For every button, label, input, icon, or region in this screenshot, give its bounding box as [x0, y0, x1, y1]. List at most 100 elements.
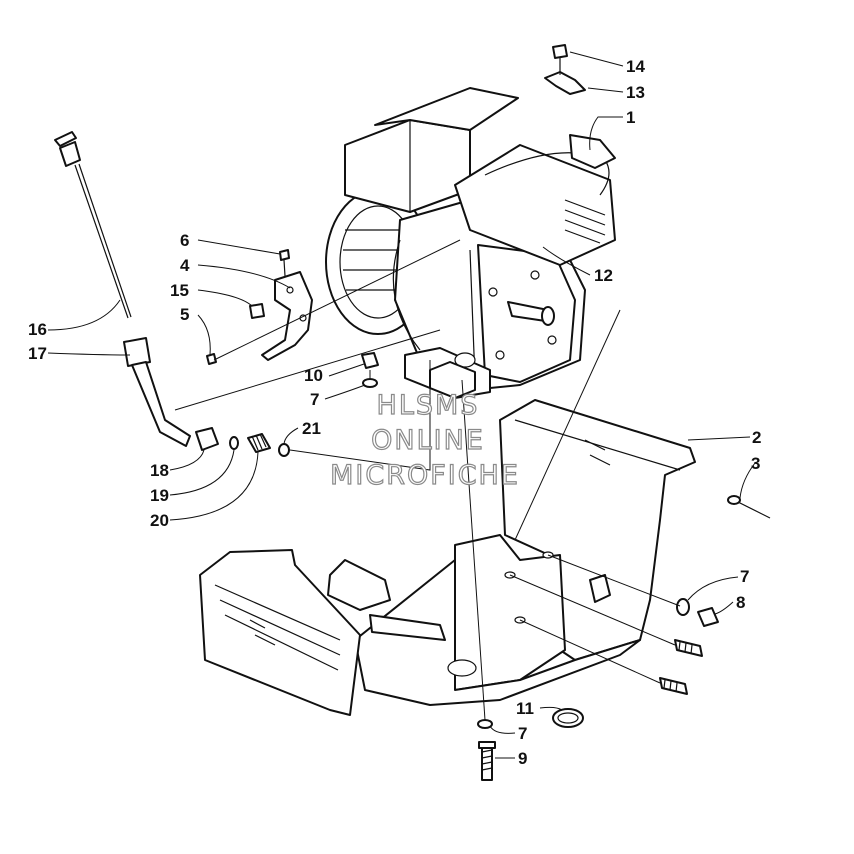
cable-clip[interactable]	[544, 71, 586, 95]
callout-4: 4	[180, 256, 190, 275]
grommet-outer	[552, 708, 584, 728]
front-bracket	[327, 559, 391, 611]
assembly-line	[213, 239, 461, 361]
cylinder-head	[454, 144, 616, 266]
callout-3: 3	[751, 454, 760, 473]
callout-12: 12	[594, 266, 613, 285]
drain-fitting[interactable]	[247, 433, 271, 453]
grommet[interactable]	[552, 708, 584, 728]
callout-17: 17	[28, 344, 47, 363]
callout-18: 18	[150, 461, 169, 480]
frame-bolt-upper-threads	[678, 641, 693, 655]
plate-cutout	[589, 574, 611, 603]
mount-nut[interactable]	[361, 352, 379, 369]
bracket-hole	[286, 286, 294, 294]
air-box-top	[374, 87, 519, 131]
engine-assembly[interactable]	[325, 87, 616, 399]
leader-13	[587, 87, 624, 93]
bracket-screw-top[interactable]	[279, 249, 290, 277]
leader-15	[197, 289, 253, 307]
callout-8: 8	[736, 593, 745, 612]
frame-bolt-lower-threads	[663, 679, 678, 693]
leader-17	[47, 352, 131, 356]
frame-bolt-lower[interactable]	[659, 677, 688, 695]
leader-3	[739, 462, 756, 499]
leader-18	[169, 449, 205, 471]
assembly-line	[514, 309, 621, 541]
small-washer-body	[229, 436, 239, 450]
flap-shine	[249, 619, 276, 646]
washer-right[interactable]	[676, 598, 690, 616]
frame-bolt-upper[interactable]	[674, 639, 703, 657]
watermark: HLSMS ONLINE MICROFICHE	[329, 389, 518, 491]
leader-20	[169, 451, 259, 521]
dipstick-handle	[54, 131, 77, 147]
leader-21	[283, 427, 299, 445]
dipstick-cap	[59, 141, 81, 167]
rear-panel-fold	[514, 419, 681, 471]
bolt-bottom[interactable]	[478, 741, 496, 781]
dipstick[interactable]	[54, 131, 132, 319]
o-ring[interactable]	[278, 443, 290, 457]
dipstick-tube[interactable]	[123, 337, 191, 447]
spacer-bushing[interactable]	[249, 303, 265, 319]
callout-20: 20	[150, 511, 169, 530]
callout-13: 13	[626, 83, 645, 102]
leader-19	[169, 449, 235, 496]
assembly-lines	[174, 58, 681, 721]
callout-labels: 1 2 3 4 5 6 7 7 7 8 9 10 11 12 13 14 15 …	[28, 57, 761, 768]
leader-7-upper	[324, 384, 366, 400]
fitting-nut-body	[195, 427, 219, 451]
callout-16: 16	[28, 320, 47, 339]
cooling-fins	[564, 199, 606, 244]
screw-shank	[283, 259, 286, 277]
bracket-body	[261, 271, 313, 361]
watermark-line-1: HLSMS	[377, 390, 480, 421]
bolt-right[interactable]	[697, 607, 719, 627]
leader-8	[714, 601, 734, 615]
leader-7-right	[687, 576, 739, 601]
assembly-line	[289, 360, 431, 471]
leader-4	[197, 264, 291, 289]
assembly-line	[174, 329, 441, 411]
leader-7-bottom	[489, 725, 516, 734]
assembly-line	[509, 574, 676, 646]
leader-12	[542, 246, 591, 276]
cotter-pin[interactable]	[727, 495, 771, 519]
callout-10: 10	[304, 366, 323, 385]
leader-1	[589, 116, 623, 151]
dipstick-rod	[74, 164, 129, 319]
cover-bolt	[488, 287, 498, 297]
leader-10	[328, 363, 365, 377]
callout-7-right: 7	[740, 567, 749, 586]
bolt-bottom-threads	[481, 749, 493, 771]
fan-screen-lines	[343, 229, 412, 291]
leader-2	[687, 436, 751, 441]
floor-pan	[354, 559, 641, 706]
tube-pipe	[131, 361, 191, 447]
washer-right-body	[676, 598, 690, 616]
leader-11	[539, 706, 563, 711]
side-screw-head	[206, 353, 217, 365]
grommet-inner	[557, 712, 579, 724]
small-washer[interactable]	[229, 436, 239, 450]
callout-11: 11	[516, 699, 534, 718]
cover-bolt	[547, 335, 557, 345]
fitting-nut[interactable]	[195, 427, 219, 451]
callout-1: 1	[626, 108, 635, 127]
dipstick-rod-edge	[78, 163, 132, 318]
leader-16	[47, 299, 121, 331]
leader-lines	[47, 51, 756, 759]
washer-upper[interactable]	[362, 378, 378, 388]
watermark-line-2: ONLINE	[371, 425, 485, 456]
throttle-bracket[interactable]	[261, 271, 313, 361]
o-ring-body	[278, 443, 290, 457]
front-flap-lines	[214, 584, 341, 671]
assembly-line	[461, 379, 486, 721]
callout-15: 15	[170, 281, 189, 300]
spacer-body	[249, 303, 265, 319]
bracket-screw-side[interactable]	[206, 353, 217, 365]
bolt-bottom-head	[478, 741, 496, 749]
